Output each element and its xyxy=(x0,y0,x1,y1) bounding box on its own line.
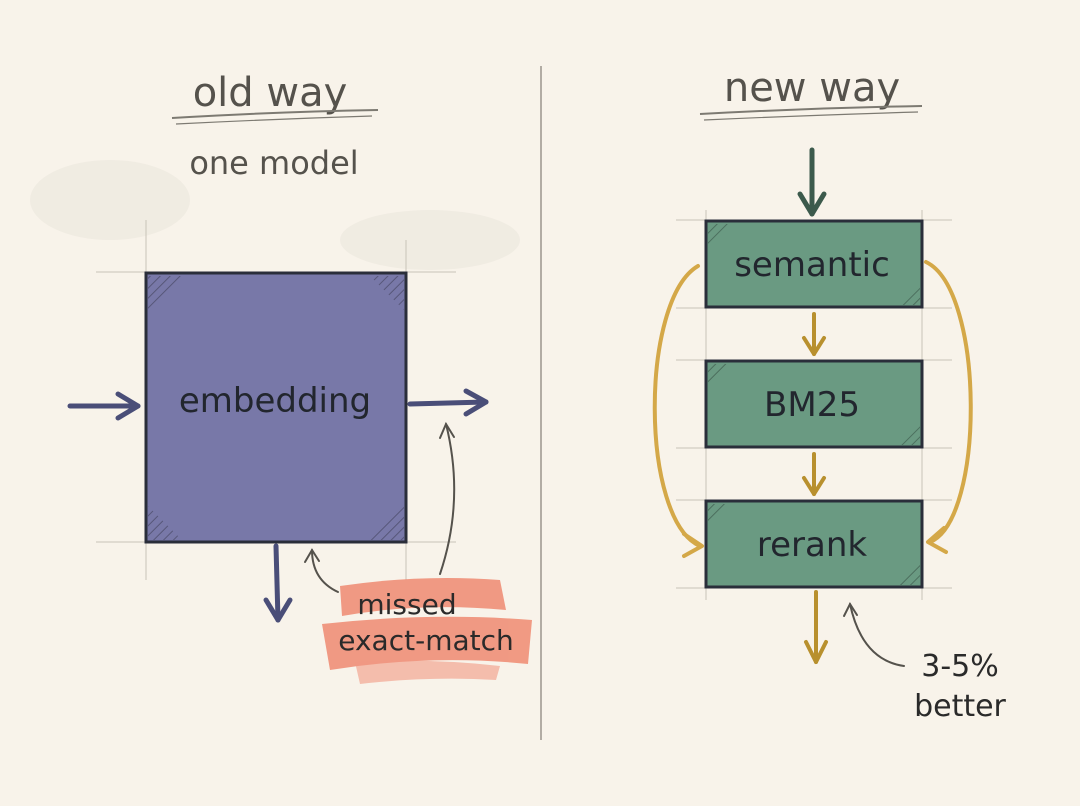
left-output-arrow xyxy=(407,388,489,417)
stage-bm25-label: BM25 xyxy=(764,385,860,425)
stage-rerank-label: rerank xyxy=(757,525,868,565)
improvement-pointer-arrow xyxy=(843,601,905,667)
missed-annotation-line2: exact-match xyxy=(338,624,514,657)
stage-bm25: BM25 xyxy=(704,359,924,449)
stage-rerank: rerank xyxy=(704,499,924,589)
right-input-arrow xyxy=(797,147,827,217)
flow-arrows xyxy=(802,312,828,664)
embedding-box: embedding xyxy=(144,271,408,544)
left-down-arrow xyxy=(263,543,293,623)
skip-arrows xyxy=(652,260,973,558)
right-panel: new way xyxy=(652,65,1007,724)
left-panel: old way one model embedding xyxy=(67,70,532,684)
improvement-annotation-line2: better xyxy=(914,689,1006,724)
stage-semantic-label: semantic xyxy=(734,245,890,285)
background-smudges xyxy=(30,160,520,270)
missed-annotation-line1: missed xyxy=(357,588,456,621)
improvement-annotation-line1: 3-5% xyxy=(921,649,999,684)
left-subtitle: one model xyxy=(189,144,358,182)
right-title-underline xyxy=(699,105,923,115)
missed-pointer-arrows xyxy=(304,421,456,593)
missed-highlight xyxy=(322,578,532,684)
left-title: old way xyxy=(193,70,348,116)
left-title-underline xyxy=(171,109,379,119)
right-title: new way xyxy=(724,65,900,111)
stage-semantic: semantic xyxy=(704,219,924,309)
left-input-arrow xyxy=(67,391,141,421)
embedding-label: embedding xyxy=(179,381,371,421)
